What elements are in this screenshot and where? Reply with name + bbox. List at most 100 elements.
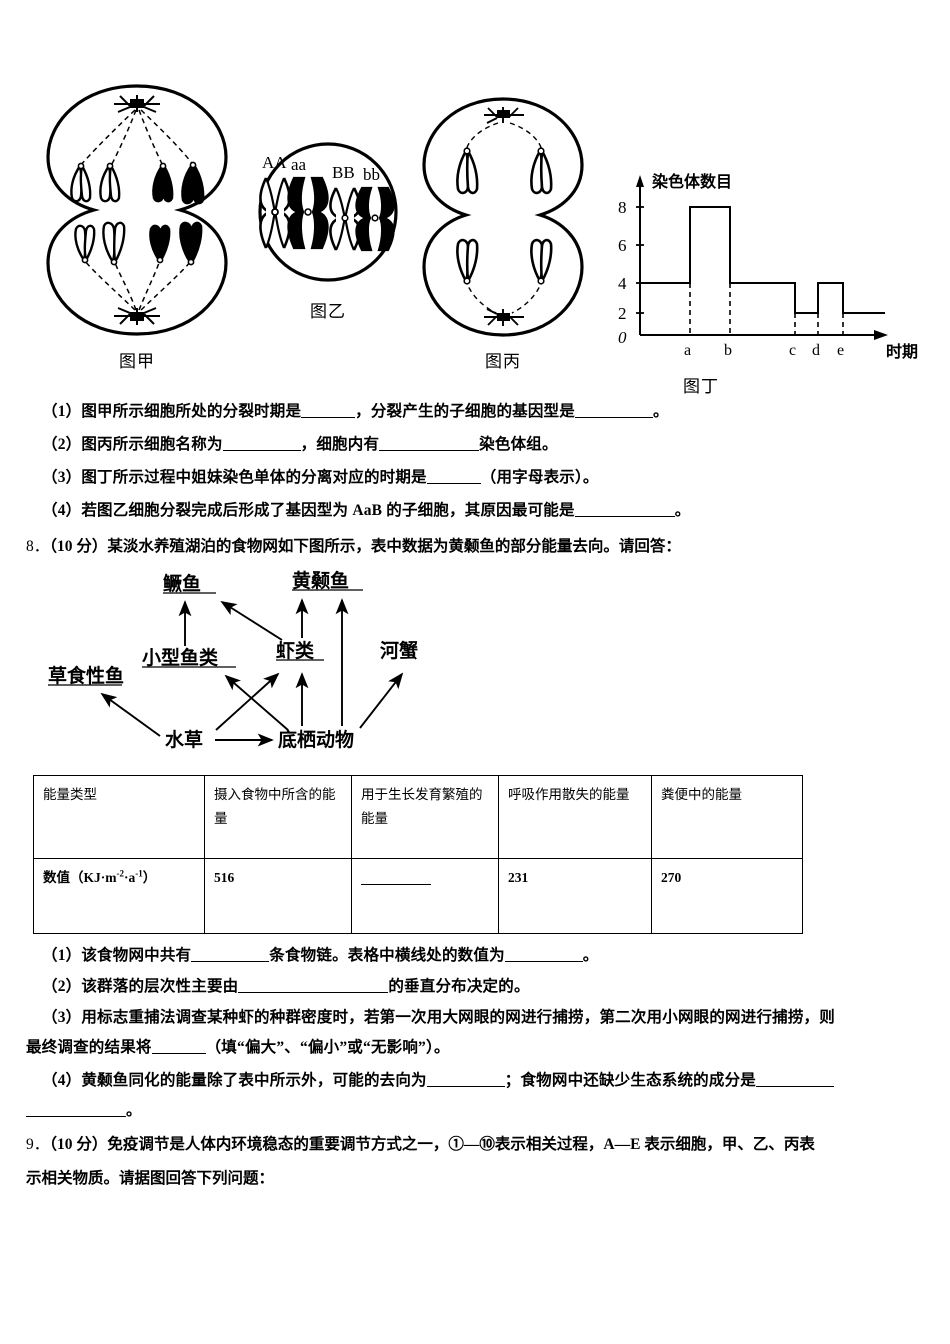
q8-item-2-suffix: 的垂直分布决定的。	[388, 978, 530, 996]
q8-item-4-line2: 。	[0, 1101, 950, 1121]
chromosome-number-chart: 染色体数目 时期 8 6 4 2 0	[618, 172, 918, 361]
q8-item-4-prefix: （4）黄颡鱼同化的能量除了表中所示外，可能的去向为	[42, 1071, 427, 1089]
cell-bing-diagram	[422, 97, 584, 337]
q7-item-2: （2）图丙所示细胞名称为 ，细胞内有 染色体组。	[0, 435, 950, 455]
q8-item-3-line1-text: （3）用标志重捕法调查某种虾的种群密度时，若第一次用大网眼的网进行捕捞，第二次用…	[42, 1009, 835, 1027]
cell-jia-diagram	[46, 84, 228, 336]
chromosome-BB	[329, 187, 361, 251]
q9-block: 9．（10 分）免疫调节是人体内环境稳态的重要调节方式之一，①—⑩表示相关过程，…	[0, 1134, 950, 1191]
table-header-cell-3: 呼吸作用散失的能量	[498, 775, 652, 860]
foodweb-node-caoshixingyu: 草食性鱼	[48, 664, 124, 687]
q8-item-4-blank-2[interactable]	[755, 1085, 834, 1087]
ytick-2: 2	[618, 304, 627, 323]
q7-subquestions: （1）图甲所示细胞所处的分裂时期是 ，分裂产生的子细胞的基因型是 。 （2）图丙所示…	[0, 402, 950, 522]
edge-shuicao-caoshixingyu	[100, 692, 161, 737]
q7-item-1-suffix: 。	[652, 403, 669, 420]
q7-item-4: （4）若图乙细胞分裂完成后形成了基因型为 AaB 的子细胞，其原因最可能是。	[0, 501, 950, 521]
q7-item-1-blank-2[interactable]	[574, 417, 653, 418]
table-value-cell-blank[interactable]	[351, 858, 499, 935]
q9-stem-line2: 示相关物质。请据图回答下列问题：	[0, 1168, 950, 1190]
q7-item-3-prefix: （3）图丁所示过程中姐妹染色单体的分离对应的时期是	[42, 469, 427, 487]
table-row-label: 数值（KJ·m-2·a-1）	[33, 858, 205, 935]
chromosome-bb	[355, 186, 395, 252]
foodweb-node-dixidongwu: 底栖动物	[278, 728, 354, 751]
q8-stem-text: 某淡水养殖湖泊的食物网如下图所示，表中数据为黄颡鱼的部分能量去向。请回答：	[107, 537, 681, 555]
q8-item-3-blank[interactable]	[151, 1053, 206, 1055]
foodweb-node-shuicao: 水草	[165, 728, 203, 751]
foodweb-node-huangsangyu: 黄颡鱼	[292, 569, 349, 592]
figure-caption-ding: 图丁	[683, 377, 719, 396]
foodweb-svg: 鳜鱼 黄颡鱼 小型鱼类 虾类 河蟹 草食性鱼 水草 底栖动物	[48, 569, 418, 751]
q7-item-4-blank[interactable]	[574, 516, 675, 518]
q8-stem: 8．（10 分）某淡水养殖湖泊的食物网如下图所示，表中数据为黄颡鱼的部分能量去向…	[0, 536, 950, 558]
table-value-row: 数值（KJ·m-2·a-1） 516 231 270	[33, 858, 803, 935]
q8-item-1-suffix: 。	[582, 947, 599, 965]
chart-ylabel: 染色体数目	[651, 172, 732, 191]
table-value-cell-2: 231	[498, 858, 652, 935]
foodweb-node-xiaoxingyulei: 小型鱼类	[142, 646, 218, 669]
q8-item-3-line2-prefix: 最终调查的结果将	[26, 1039, 152, 1057]
table-header-row: 能量类型 摄入食物中所含的能量 用于生长发育繁殖的能量 呼吸作用散失的能量 粪便…	[33, 775, 803, 860]
figure-cell-yi: AA aa BB bb	[238, 140, 418, 322]
xtick-d: d	[812, 342, 820, 359]
foodweb-node-xialei: 虾类	[276, 639, 314, 662]
q8-item-4-line2-suffix: 。	[126, 1101, 142, 1119]
q8-item-4-mid: ；食物网中还缺少生态系统的成分是	[504, 1071, 756, 1089]
q7-item-4-prefix: （4）若图乙细胞分裂完成后形成了基因型为 AaB 的子细胞，其原因最可能是	[42, 502, 575, 520]
chart-xlabel: 时期	[886, 342, 918, 361]
cell-yi-diagram: AA aa BB bb	[258, 142, 398, 282]
edge-dixidongwu-xiaoxingyulei	[224, 674, 289, 731]
q7-item-3: （3）图丁所示过程中姐妹染色单体的分离对应的时期是 （用字母表示）。	[0, 468, 950, 488]
ytick-6: 6	[618, 236, 627, 255]
figure-chart-ding: 染色体数目 时期 8 6 4 2 0	[600, 165, 920, 397]
q7-item-1-mid: ，分裂产生的子细胞的基因型是	[355, 403, 575, 420]
edge-dixidongwu-hexie	[359, 672, 404, 729]
q9-line1-text: 免疫调节是人体内环境稳态的重要调节方式之一，①—⑩表示相关过程，A—E 表示细胞…	[107, 1135, 815, 1153]
q7-item-3-suffix: （用字母表示）。	[480, 469, 599, 487]
q8-item-1-blank-2[interactable]	[504, 961, 583, 963]
q7-item-3-blank[interactable]	[426, 483, 481, 485]
q8-item-4-blank-3[interactable]	[26, 1115, 126, 1117]
q7-item-2-blank-2[interactable]	[379, 450, 480, 452]
figure-cell-jia: 图甲	[42, 82, 232, 372]
table-value-cell-3: 270	[651, 858, 803, 935]
q8-item-2-blank[interactable]	[238, 992, 389, 994]
xtick-a: a	[684, 342, 691, 359]
chromosome-aa	[287, 176, 329, 250]
q7-item-1-blank-1[interactable]	[301, 417, 356, 418]
q8-item-1-prefix: （1）该食物网中共有	[42, 947, 192, 965]
edge-xialei-guiyu	[220, 601, 283, 641]
q8-item-4-blank-1[interactable]	[426, 1085, 505, 1087]
q9-stem-line1: 9．（10 分）免疫调节是人体内环境稳态的重要调节方式之一，①—⑩表示相关过程，…	[0, 1134, 950, 1156]
q8-item-2: （2）该群落的层次性主要由的垂直分布决定的。	[0, 977, 950, 997]
q8-score: （10 分）	[49, 537, 108, 555]
table-row-label-end: ）	[142, 870, 157, 886]
q7-item-2-prefix: （2）图丙所示细胞名称为	[42, 436, 223, 454]
q8-item-1-blank-1[interactable]	[191, 961, 270, 963]
foodweb-diagram: 鳜鱼 黄颡鱼 小型鱼类 虾类 河蟹 草食性鱼 水草 底栖动物	[0, 564, 950, 769]
q7-item-2-mid: ，细胞内有	[300, 436, 380, 454]
ytick-0: 0	[618, 328, 627, 347]
q9-line2-text: 示相关物质。请据图回答下列问题：	[26, 1170, 275, 1188]
foodweb-node-guiyu: 鳜鱼	[163, 572, 201, 595]
table-value-cell-0: 516	[204, 858, 352, 935]
q8-item-1: （1）该食物网中共有条食物链。表格中横线处的数值为。	[0, 946, 950, 966]
label-AA: AA	[262, 153, 287, 172]
q9-score: （10 分）	[49, 1135, 108, 1153]
figure-caption-bing: 图丙	[485, 352, 521, 371]
ytick-8: 8	[618, 198, 627, 217]
figure-cell-bing: 图丙	[418, 95, 588, 372]
table-blank-line[interactable]	[361, 884, 431, 886]
q8-item-3-line2-suffix: （填“偏大”、“偏小”或“无影响”）。	[205, 1039, 450, 1057]
q8-number: 8．	[26, 537, 50, 555]
q7-item-2-suffix: 染色体组。	[479, 436, 558, 454]
table-header-cell-4: 粪便中的能量	[651, 775, 803, 860]
figure-row: 图甲 AA aa BB bb	[0, 0, 950, 396]
q7-item-2-blank-1[interactable]	[222, 450, 301, 452]
figure-caption-jia: 图甲	[119, 352, 155, 371]
q7-item-1: （1）图甲所示细胞所处的分裂时期是 ，分裂产生的子细胞的基因型是 。	[0, 402, 950, 422]
table-row-label-sup1: -2	[116, 868, 125, 879]
q7-item-1-prefix: （1）图甲所示细胞所处的分裂时期是	[42, 403, 302, 420]
table-row-label-sup2: -1	[135, 868, 143, 879]
